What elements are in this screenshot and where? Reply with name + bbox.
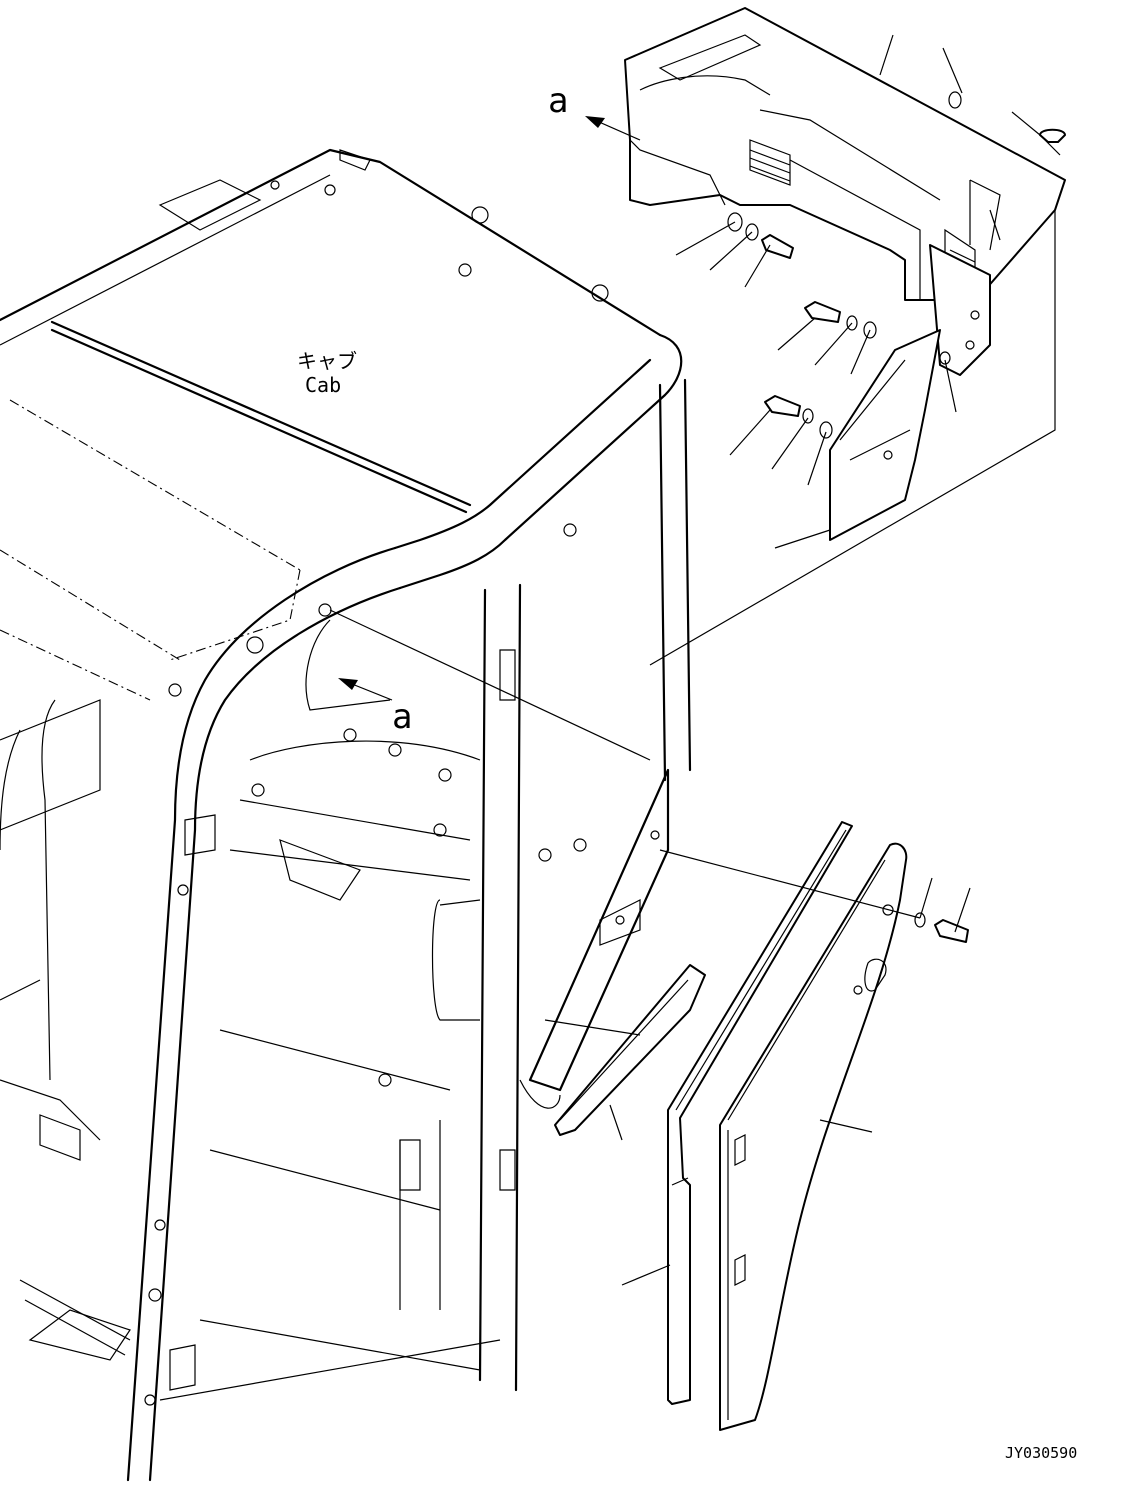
- cab-pillar-mid: [478, 588, 487, 1382]
- bolt-bosses: [144, 180, 609, 1406]
- right-side-bracket: [929, 244, 991, 376]
- washer: [863, 321, 877, 339]
- cab-frame: [0, 148, 692, 1482]
- side-cover-panel: [719, 842, 908, 1431]
- cab-pillar-left: [148, 586, 402, 1482]
- washer: [819, 421, 833, 439]
- view-label-top: a: [548, 81, 568, 121]
- lower-side-panel: [829, 329, 941, 541]
- console-cover-body: [624, 7, 1066, 301]
- spring-washer: [846, 315, 858, 331]
- arrow-head-icon: [338, 678, 358, 690]
- view-arrow-mid: a: [338, 678, 412, 737]
- roof-front-tube: [398, 333, 683, 590]
- view-arrow-top: a: [548, 81, 641, 141]
- spring-washer: [802, 408, 814, 424]
- clip-fastener: [1039, 128, 1066, 143]
- cab-label-en: Cab: [305, 373, 341, 397]
- mounting-plate: [519, 768, 670, 1109]
- seal-strip-long: [667, 821, 853, 1405]
- washer: [914, 912, 926, 928]
- side-cover-handle: [864, 958, 887, 992]
- nut: [939, 351, 951, 365]
- bolt: [804, 301, 841, 323]
- lower-side-panel-body: [829, 329, 941, 541]
- trim-strip-body: [554, 964, 706, 1136]
- view-label-mid: a: [392, 697, 412, 737]
- seal-strip-body: [667, 821, 853, 1405]
- bolt: [934, 919, 969, 943]
- side-cover-panel-body: [719, 842, 908, 1431]
- leader-lines: [544, 34, 1061, 1286]
- grommet: [948, 91, 962, 109]
- arrow-head-icon: [585, 116, 605, 128]
- bolt: [761, 234, 794, 259]
- cab-label-jp: キャブ: [297, 349, 357, 373]
- fasteners-side: [914, 912, 969, 943]
- console-cover: [624, 7, 1066, 301]
- console-cover-window: [658, 34, 762, 81]
- roof-rail-strip: [50, 320, 472, 507]
- washer: [727, 212, 743, 232]
- roof-back-edge: [0, 148, 662, 337]
- bolt: [764, 395, 801, 417]
- drawing-number: JY030590: [1005, 1444, 1077, 1462]
- trim-strip: [554, 964, 706, 1136]
- spring-washer: [745, 223, 759, 241]
- fasteners-upper: [727, 91, 1066, 439]
